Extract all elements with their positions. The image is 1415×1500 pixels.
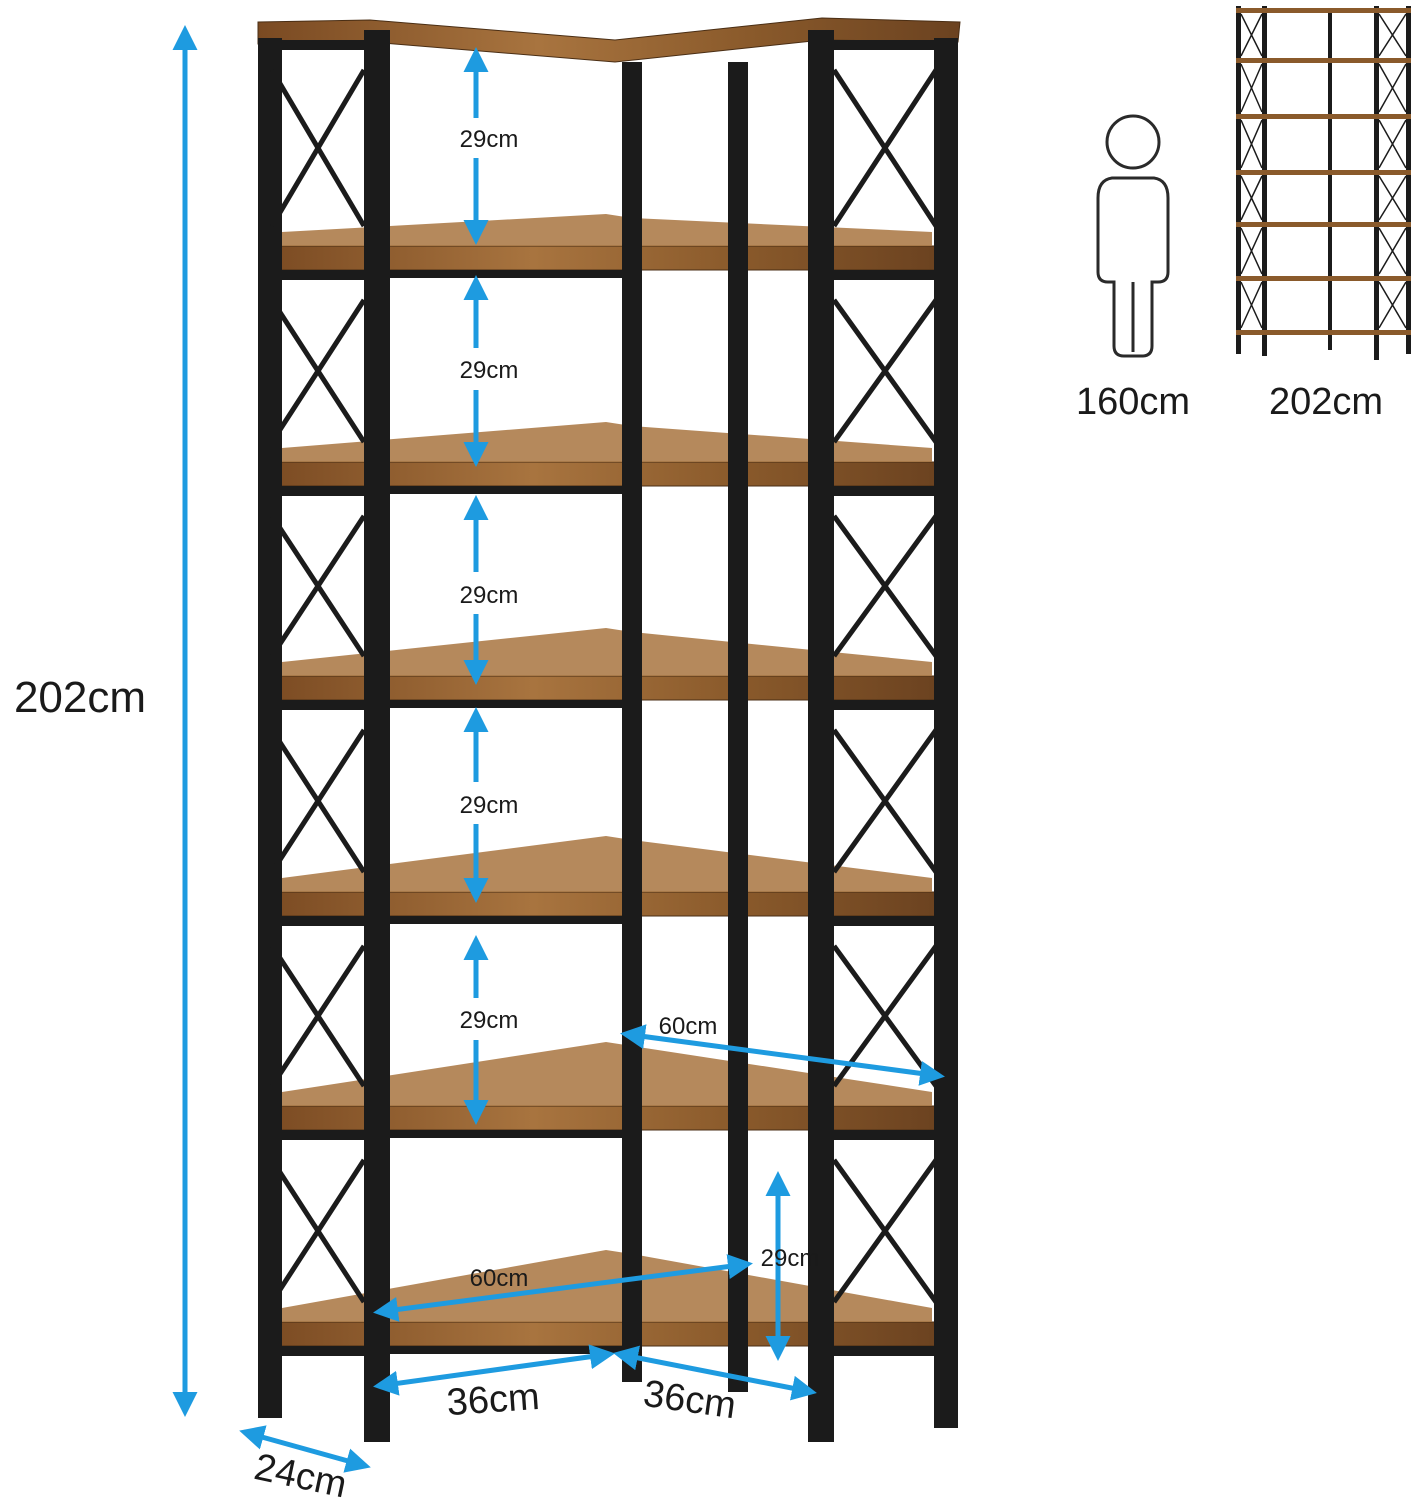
brace-right-b [831,298,939,444]
thumb-brace [1240,281,1263,329]
dimension-arrows [172,24,945,1473]
depth-label-left: 36cm [445,1376,541,1424]
thumb-brace [1378,119,1407,169]
rail-right [808,1130,958,1140]
thumb-shelf [1236,222,1411,227]
shelf-top-surface [282,422,932,462]
shelf-board [261,245,941,271]
rail-front [390,700,622,708]
brace-left-b [269,514,367,658]
thumb-brace [1378,175,1407,221]
gap-label-5: 29cm [460,1007,519,1034]
width-arrow-lower [373,1254,753,1322]
brace-right-b [831,68,939,228]
shelf-boards [261,214,941,1347]
rail-front [390,916,622,924]
brace-left-b [269,728,367,874]
shelf-top-surface [282,836,932,892]
thumb-brace [1378,281,1407,329]
shelf-board [261,1321,941,1347]
rail-left [262,270,390,280]
width-label-upper: 60cm [659,1013,718,1040]
corner-bookshelf-illustration [257,17,961,1442]
thumb-shelf [1236,330,1411,335]
brace-left-b [269,1158,367,1304]
thumb-shelf [1236,170,1411,175]
thumb-shelf [1236,276,1411,281]
rail-front [390,270,622,278]
x-braces [269,68,939,1304]
side-depth-arrow [239,1425,371,1473]
shelf-top-surface [282,628,932,676]
thumb-brace [1240,63,1263,113]
rail-front [390,1130,622,1138]
frame-posts [258,30,958,1442]
brace-left-b [269,298,367,444]
depth-arrow-left [373,1344,615,1396]
shelf-height-label: 202cm [1269,381,1383,423]
shelf-top-surface [282,1042,932,1106]
gap-label-2: 29cm [460,357,519,384]
rail-left [262,486,390,496]
rail-right [808,1346,958,1356]
width-label-lower: 60cm [470,1265,529,1292]
shelf-board [261,1105,941,1131]
brace-left-b [269,68,367,228]
gap-label-bottom: 29cm [761,1245,820,1272]
rail-left [262,916,390,926]
shelf-board [261,461,941,487]
shelf-thumbnail-icon [1236,6,1411,360]
frame-rails [262,40,958,1356]
thumb-brace [1378,227,1407,275]
thumb-brace [1240,175,1263,221]
size-comparison: 160cm 202cm [1076,6,1411,423]
thumb-shelf [1236,114,1411,119]
brace-right-b [831,1158,939,1304]
width-arrow-upper [620,1024,945,1086]
side-depth-label: 24cm [251,1446,351,1500]
person-silhouette-icon [1096,114,1170,358]
rail-front [390,486,622,494]
rail-right [808,916,958,926]
brace-right-b [831,728,939,874]
rail-top-right [808,40,958,50]
rail-left [262,700,390,710]
rail-right [808,486,958,496]
shelf-top-surface [282,214,932,246]
rail-top-left [262,40,390,50]
brace-left-b [269,944,367,1088]
rail-left [262,1346,390,1356]
rail-left [262,1130,390,1140]
thumb-brace [1378,13,1407,57]
shelf-board [261,891,941,917]
thumb-shelf [1236,58,1411,63]
dimension-labels: 202cm 29cm 29cm 29cm 29cm 29cm 29cm 60cm… [0,126,819,1500]
gap-label-3: 29cm [460,582,519,609]
thumb-brace [1240,119,1263,169]
thumb-brace [1240,13,1263,57]
thumb-brace [1378,63,1407,113]
person-height-label: 160cm [1076,381,1190,423]
shelf-board [261,675,941,701]
rail-front [390,1346,622,1354]
thumb-shelf [1236,8,1411,13]
gap-label-1: 29cm [460,126,519,153]
gap-label-4: 29cm [460,792,519,819]
total-height-label: 202cm [14,673,146,722]
rail-right [808,270,958,280]
rail-right [808,700,958,710]
thumb-brace [1240,227,1263,275]
depth-arrow-right [613,1345,817,1401]
brace-right-b [831,514,939,658]
depth-label-right: 36cm [641,1373,739,1428]
